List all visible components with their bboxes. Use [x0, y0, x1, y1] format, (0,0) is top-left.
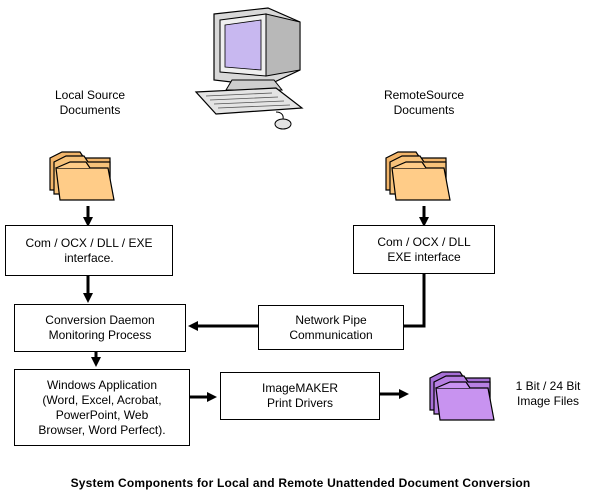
- remote-source-label-line2: Documents: [393, 103, 455, 117]
- imagemaker-line1: ImageMAKER: [261, 381, 339, 395]
- image-files-label-line1: 1 Bit / 24 Bit: [515, 379, 581, 393]
- figure-caption: System Components for Local and Remote U…: [70, 476, 531, 490]
- imagemaker-line2: Print Drivers: [266, 396, 333, 410]
- remote-source-label-line1: RemoteSource: [383, 88, 465, 102]
- daemon-line2: Monitoring Process: [48, 328, 152, 342]
- local-source-label-line1: Local Source: [54, 88, 126, 102]
- network-pipe-box: Network Pipe Communication: [258, 305, 404, 350]
- arrow-remote-interface-to-pipe: [404, 274, 426, 328]
- local-folder-icon: [49, 151, 115, 201]
- image-files-label-line2: Image Files: [516, 394, 580, 408]
- network-pipe-line2: Communication: [289, 327, 373, 342]
- windows-app-line3: PowerPoint, Web: [55, 407, 149, 422]
- remote-source-label: RemoteSource Documents: [364, 88, 484, 118]
- windows-app-box: Windows Application (Word, Excel, Acroba…: [14, 369, 190, 446]
- image-files-folder-icon: [429, 371, 495, 421]
- remote-interface-box: Com / OCX / DLL EXE interface: [353, 225, 495, 274]
- computer-icon: [194, 7, 304, 130]
- image-files-label: 1 Bit / 24 Bit Image Files: [496, 379, 600, 409]
- remote-interface-line2: EXE interface: [387, 249, 461, 264]
- network-pipe-line1: Network Pipe: [295, 312, 367, 327]
- daemon-box: Conversion Daemon Monitoring Process: [14, 304, 186, 352]
- daemon-line1: Conversion Daemon: [45, 313, 155, 327]
- remote-interface-line1: Com / OCX / DLL: [377, 234, 471, 249]
- local-source-label: Local Source Documents: [30, 88, 150, 118]
- imagemaker-box: ImageMAKER Print Drivers: [220, 372, 380, 420]
- local-interface-box: Com / OCX / DLL / EXE interface.: [5, 225, 173, 276]
- windows-app-line1: Windows Application: [46, 377, 158, 392]
- local-source-label-line2: Documents: [59, 103, 121, 117]
- local-interface-line2: interface.: [64, 250, 114, 265]
- local-interface-line1: Com / OCX / DLL / EXE: [25, 235, 153, 250]
- windows-app-line4: Browser, Word Perfect).: [38, 422, 166, 437]
- windows-app-line2: (Word, Excel, Acrobat,: [42, 392, 162, 407]
- remote-folder-icon: [385, 151, 451, 201]
